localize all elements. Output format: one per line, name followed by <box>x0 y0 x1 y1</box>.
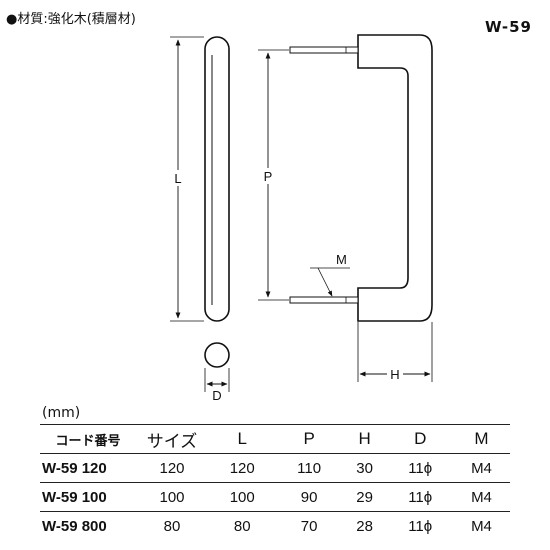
header-P: P <box>276 424 342 454</box>
cell-code: W-59 120 <box>40 453 136 483</box>
end-view: D <box>204 342 230 400</box>
rod-cross-section <box>204 342 230 368</box>
table-row: W-59 800 80 80 70 28 11ϕ M4 <box>40 512 510 541</box>
top-screw <box>289 46 359 54</box>
header-code: コード番号 <box>40 424 136 454</box>
cell-M: M4 <box>452 482 510 512</box>
unit-label: (mm) <box>42 405 81 421</box>
product-code: W-59 <box>485 18 532 36</box>
cell-H: 29 <box>341 482 388 512</box>
header-size: サイズ <box>136 424 208 454</box>
dimension-label-M: M <box>336 252 347 267</box>
cell-D: 11ϕ <box>387 453 453 483</box>
header-H: H <box>341 424 388 454</box>
header-M: M <box>452 424 510 454</box>
cell-size: 80 <box>163 517 181 535</box>
cell-D: 11ϕ <box>387 482 453 512</box>
cell-M: M4 <box>452 453 510 483</box>
handle-rod-outline <box>204 36 230 322</box>
material-label: ●材質:強化木(積層材) <box>6 12 136 27</box>
cell-size: 100 <box>136 482 208 512</box>
cell-P: 110 <box>276 453 342 483</box>
cell-H: 30 <box>341 453 388 483</box>
dimension-label-H: H <box>390 367 399 382</box>
spec-table: コード番号 サイズ L P H D M W-59 120 120 120 110… <box>40 424 510 540</box>
cell-L: 120 <box>208 453 277 483</box>
header-D: D <box>387 424 453 454</box>
front-view: L <box>170 36 230 322</box>
cell-P: 90 <box>276 482 342 512</box>
cell-code: W-59 100 <box>40 482 136 512</box>
leader-line-M <box>317 267 333 297</box>
cell-L: 80 <box>233 517 251 535</box>
cell-L: 100 <box>208 482 277 512</box>
handle-technical-drawing: L D P M H <box>170 34 433 400</box>
table-header-row: コード番号 サイズ L P H D M <box>40 424 510 454</box>
dimension-label-P: P <box>264 169 273 184</box>
cell-size: 120 <box>136 453 208 483</box>
side-view: P M H <box>258 34 433 382</box>
table-row: W-59 100 100 100 90 29 11ϕ M4 <box>40 482 510 512</box>
cell-D: 11ϕ <box>408 517 433 535</box>
bottom-screw <box>289 296 359 304</box>
header-L: L <box>208 424 277 454</box>
dimension-label-L: L <box>174 171 181 186</box>
cell-code: W-59 800 <box>42 517 107 535</box>
cell-M: M4 <box>471 517 492 535</box>
dimension-label-D: D <box>212 388 221 400</box>
handle-side-outline <box>357 34 433 322</box>
table-row: W-59 120 120 120 110 30 11ϕ M4 <box>40 453 510 483</box>
cell-H: 28 <box>356 517 373 535</box>
cell-P: 70 <box>300 517 318 535</box>
